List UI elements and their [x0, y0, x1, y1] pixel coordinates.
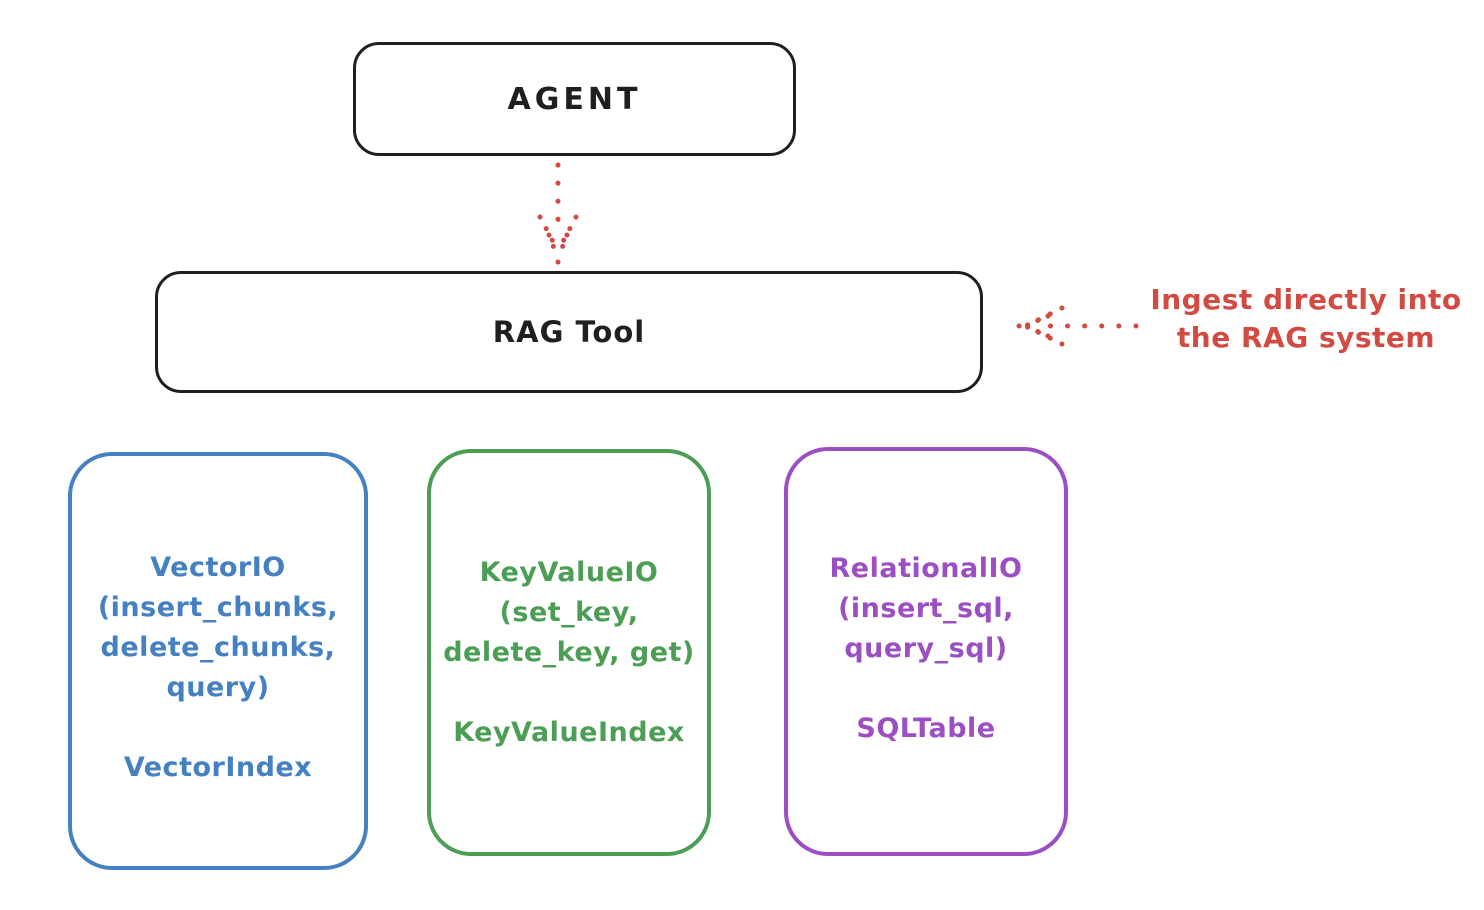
- ingest-annotation-line2: the RAG system: [1176, 321, 1436, 354]
- rag-tool-node-label: RAG Tool: [492, 315, 646, 349]
- vector-io-node: VectorIO (insert_chunks, delete_chunks, …: [68, 452, 368, 870]
- ingest-annotation: Ingest directly into the RAG system: [1138, 281, 1474, 357]
- vector-io-line: (insert_chunks,: [97, 592, 339, 623]
- vector-io-line: query): [166, 672, 270, 703]
- sql-table-label: SQLTable: [856, 713, 996, 744]
- relational-io-line: query_sql): [844, 633, 1008, 664]
- arrow-ingest-to-ragtool-icon: [1016, 305, 1139, 347]
- vector-index-label: VectorIndex: [123, 752, 313, 783]
- relational-io-text: RelationalIO (insert_sql, query_sql) SQL…: [788, 549, 1064, 749]
- keyvalue-io-text: KeyValueIO (set_key, delete_key, get) Ke…: [431, 553, 707, 753]
- rag-tool-node: RAG Tool: [155, 271, 983, 393]
- vector-io-line: VectorIO: [150, 552, 286, 583]
- agent-node: AGENT: [353, 42, 796, 156]
- ingest-annotation-line1: Ingest directly into: [1150, 283, 1462, 316]
- relational-io-line: (insert_sql,: [838, 593, 1014, 624]
- relational-io-line: RelationalIO: [829, 553, 1023, 584]
- vector-io-line: delete_chunks,: [100, 632, 336, 663]
- keyvalue-index-label: KeyValueIndex: [453, 717, 685, 748]
- keyvalue-io-line: (set_key,: [499, 597, 639, 628]
- keyvalue-io-node: KeyValueIO (set_key, delete_key, get) Ke…: [427, 449, 711, 856]
- agent-node-label: AGENT: [507, 81, 642, 117]
- keyvalue-io-line: delete_key, get): [443, 637, 695, 668]
- keyvalue-io-line: KeyValueIO: [479, 557, 659, 588]
- vector-io-text: VectorIO (insert_chunks, delete_chunks, …: [72, 548, 364, 788]
- arrow-agent-to-ragtool-icon: [537, 162, 579, 265]
- relational-io-node: RelationalIO (insert_sql, query_sql) SQL…: [784, 447, 1068, 856]
